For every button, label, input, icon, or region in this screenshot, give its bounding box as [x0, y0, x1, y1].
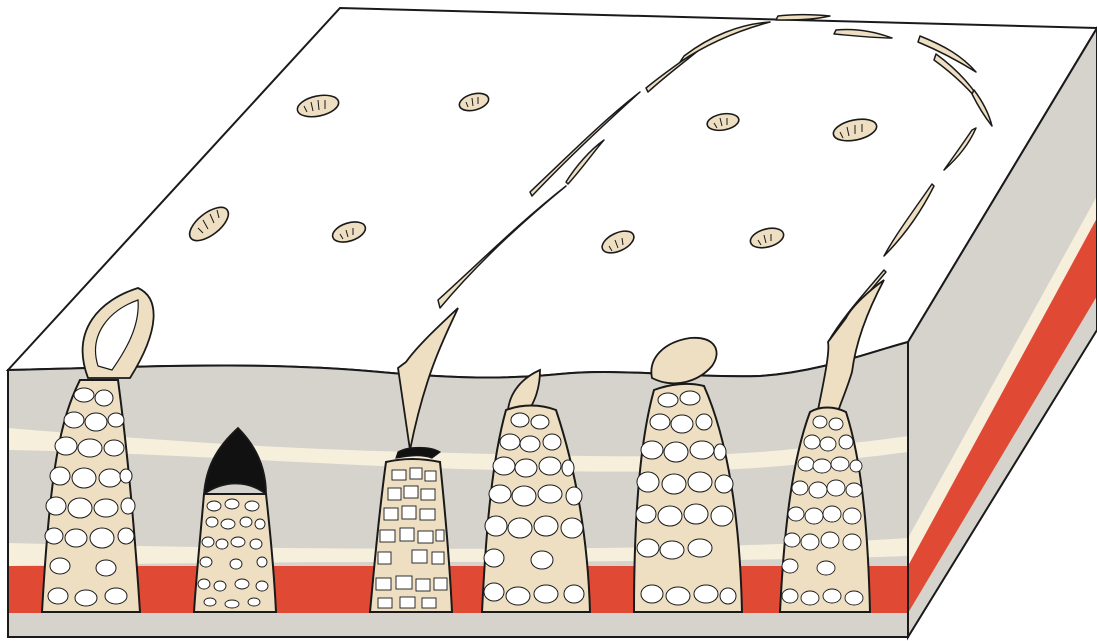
- pipe-body: [194, 494, 276, 612]
- fracture-segment: [776, 15, 830, 21]
